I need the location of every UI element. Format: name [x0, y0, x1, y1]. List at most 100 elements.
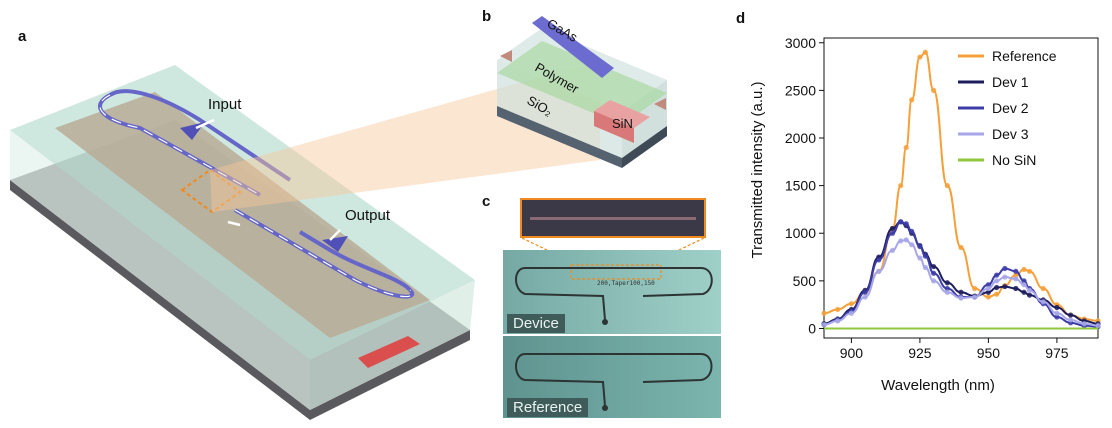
data-point-dev-1	[931, 263, 937, 270]
data-point-reference	[909, 97, 915, 103]
data-point-dev-2	[994, 272, 1000, 278]
data-point-dev-2	[862, 289, 868, 295]
data-point-dev-3	[903, 237, 909, 243]
sin-block-front	[594, 111, 634, 143]
panel-label-a: a	[18, 28, 27, 45]
red-output-patch	[358, 336, 420, 368]
panel-label-c: c	[482, 193, 491, 210]
sin-label: SiN	[612, 116, 633, 131]
polymer-cladding-front	[10, 130, 310, 410]
legend-label-dev-3: Dev 3	[992, 126, 1029, 142]
data-point-dev-3	[889, 247, 896, 253]
data-point-dev-1	[958, 289, 964, 295]
output-taper	[322, 236, 348, 252]
inset-waveguide	[530, 217, 696, 220]
data-point-dev-2	[922, 253, 928, 259]
sio2-side	[622, 126, 667, 168]
data-point-dev-2	[917, 243, 923, 250]
data-point-reference	[848, 301, 854, 307]
zoom-region-box	[180, 168, 242, 214]
data-point-dev-1	[1068, 312, 1074, 318]
y-tick-label: 1500	[785, 178, 816, 194]
data-point-dev-2	[1013, 268, 1019, 274]
data-point-dev-2	[903, 221, 909, 227]
y-tick-label: 2000	[785, 130, 816, 146]
data-point-dev-1	[1021, 289, 1027, 295]
data-point-dev-3	[1095, 323, 1101, 329]
data-point-dev-3	[1054, 310, 1060, 316]
x-axis-label: Wavelength (nm)	[881, 377, 995, 394]
data-point-reference	[835, 306, 841, 313]
data-point-reference	[1026, 268, 1033, 274]
data-point-reference	[1021, 266, 1027, 273]
reference-micrograph: Reference	[503, 336, 721, 418]
data-point-dev-2	[898, 219, 904, 225]
data-point-reference	[1040, 285, 1046, 292]
legend-label-no-sin: No SiN	[992, 152, 1036, 168]
data-point-dev-1	[889, 225, 896, 232]
panel-a-chip-illustration	[10, 65, 475, 420]
data-point-dev-3	[931, 278, 937, 284]
data-point-reference	[994, 291, 1000, 297]
data-point-dev-2	[944, 285, 950, 292]
data-point-dev-2	[1021, 278, 1027, 284]
input-waveguide-dash	[99, 94, 261, 196]
data-point-dev-3	[1081, 321, 1087, 327]
gaas-bar	[532, 16, 614, 78]
data-point-dev-2	[1054, 314, 1060, 320]
input-label: Input	[208, 96, 242, 113]
device-caption: 200,Taper100,150	[597, 280, 655, 287]
data-point-dev-3	[1040, 299, 1046, 305]
data-point-dev-1	[994, 284, 1000, 291]
data-point-dev-3	[994, 278, 1000, 284]
output-label: Output	[345, 207, 391, 224]
data-point-reference	[985, 294, 991, 300]
data-point-dev-3	[1013, 276, 1019, 282]
data-point-dev-3	[1068, 317, 1074, 323]
y-tick-label: 2500	[785, 82, 816, 98]
y-tick-label: 500	[793, 273, 817, 289]
data-point-dev-3	[909, 242, 915, 248]
device-label: Device	[507, 314, 565, 333]
output-waveguide-dash	[234, 209, 413, 298]
data-point-dev-3	[821, 322, 827, 328]
sin-block-top	[594, 100, 650, 128]
data-point-reference	[1013, 272, 1019, 278]
data-point-reference	[903, 144, 909, 151]
data-point-dev-3	[917, 255, 923, 261]
right-arrow	[654, 98, 666, 110]
data-point-dev-3	[944, 289, 950, 295]
series-line-reference	[823, 51, 1099, 322]
mid-arrow	[227, 220, 241, 227]
polymer-layer	[497, 41, 667, 125]
y-tick-label: 0	[808, 320, 816, 336]
data-point-dev-2	[985, 282, 991, 288]
reference-label: Reference	[507, 398, 589, 417]
legend-label-dev-2: Dev 2	[992, 100, 1029, 116]
sio2-front	[497, 106, 622, 168]
y-axis-label: Transmitted intensity (a.u.)	[749, 81, 766, 258]
y-tick-label: 1000	[785, 225, 816, 241]
data-point-dev-3	[958, 295, 964, 301]
x-tick-label: 925	[908, 345, 932, 361]
data-point-reference	[917, 54, 923, 60]
data-point-dev-3	[1002, 274, 1008, 280]
panel-label-d: d	[736, 10, 746, 27]
data-point-dev-2	[1002, 265, 1008, 272]
data-point-dev-1	[1054, 304, 1060, 311]
data-point-dev-3	[985, 285, 991, 292]
data-point-dev-3	[1021, 282, 1027, 288]
data-point-reference	[922, 49, 928, 55]
data-point-dev-3	[862, 294, 868, 300]
data-point-dev-3	[898, 238, 904, 244]
data-point-dev-2	[876, 257, 882, 263]
data-point-dev-3	[922, 264, 928, 271]
data-point-dev-2	[909, 228, 915, 234]
left-arrow	[500, 50, 512, 62]
data-point-dev-2	[931, 270, 937, 276]
x-tick-label: 975	[1045, 345, 1069, 361]
data-point-dev-2	[889, 230, 896, 236]
output-arrow	[329, 229, 341, 241]
data-point-dev-1	[944, 280, 950, 286]
